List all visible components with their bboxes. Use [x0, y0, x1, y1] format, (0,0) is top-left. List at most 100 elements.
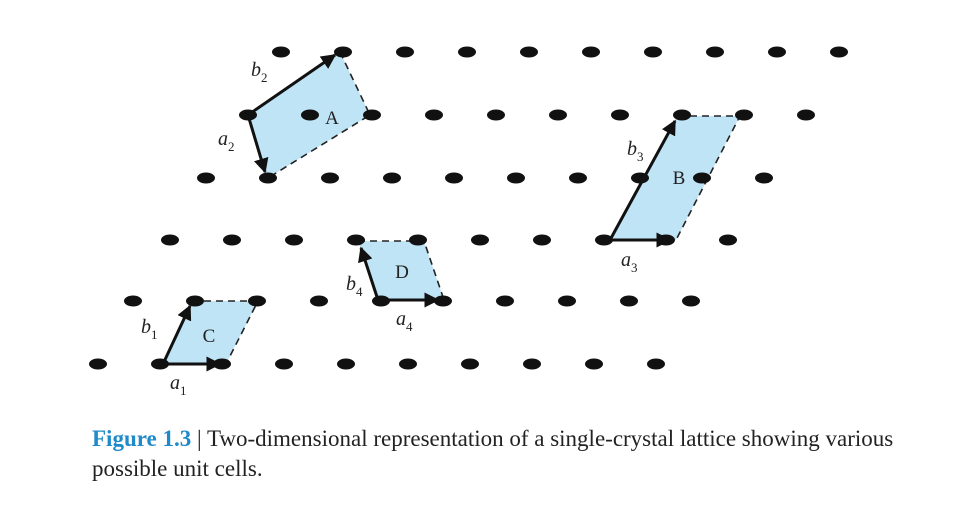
cell-b-label: B [673, 168, 686, 189]
vector-a3-label: a3 [621, 249, 638, 275]
lattice-point [161, 234, 179, 246]
lattice-point [363, 109, 381, 121]
lattice-point [334, 46, 352, 58]
lattice-point [89, 358, 107, 370]
vector-b3-symbol: b [627, 138, 637, 160]
vector-a3-symbol: a [621, 249, 631, 271]
vector-b2-arrow [247, 53, 337, 117]
lattice-point [755, 172, 773, 184]
lattice-point [533, 234, 551, 246]
unit-cell-b: B b3 a3 [608, 115, 742, 275]
lattice-point [768, 46, 786, 58]
vector-b3-label: b3 [627, 138, 644, 164]
lattice-point [595, 234, 613, 246]
vector-b4-symbol: b [346, 273, 356, 295]
lattice-point [487, 109, 505, 121]
vector-b4-arrow [358, 246, 380, 301]
vector-b1-subscript: 1 [151, 327, 158, 342]
lattice-point [259, 172, 277, 184]
lattice-point [549, 109, 567, 121]
lattice-point [830, 46, 848, 58]
caption-text: Two-dimensional representation of a sing… [92, 426, 894, 481]
lattice-point [682, 295, 700, 307]
lattice-point [425, 109, 443, 121]
lattice-point [301, 109, 319, 121]
lattice-point [582, 46, 600, 58]
unit-cell-d-fill [358, 241, 444, 300]
vector-b4-label: b4 [346, 273, 363, 299]
lattice-point [383, 172, 401, 184]
lattice-point [620, 295, 638, 307]
vector-b4-subscript: 4 [356, 284, 363, 299]
vector-b1-symbol: b [141, 316, 151, 338]
lattice-point [647, 358, 665, 370]
lattice-point [396, 46, 414, 58]
vector-a3-subscript: 3 [631, 260, 638, 275]
lattice-point [275, 358, 293, 370]
lattice-point [347, 234, 365, 246]
figure-caption: Figure 1.3 | Two-dimensional representat… [92, 424, 912, 484]
lattice-point [496, 295, 514, 307]
lattice-point [372, 295, 390, 307]
lattice-point [520, 46, 538, 58]
unit-cell-d: D b4 a4 [346, 240, 445, 334]
lattice-point [321, 172, 339, 184]
lattice-points [89, 46, 848, 370]
lattice-point [657, 234, 675, 246]
lattice-point [458, 46, 476, 58]
vector-b1-arrow [161, 304, 192, 365]
lattice-point [409, 234, 427, 246]
lattice-point [471, 234, 489, 246]
vector-b1-label: b1 [141, 316, 158, 342]
lattice-point [223, 234, 241, 246]
lattice-point [434, 295, 452, 307]
lattice-point [285, 234, 303, 246]
figure-label: Figure 1.3 [92, 426, 192, 451]
lattice-point [310, 295, 328, 307]
lattice-point [337, 358, 355, 370]
lattice-point [735, 109, 753, 121]
caption-separator: | [191, 426, 207, 451]
lattice-point [585, 358, 603, 370]
lattice-point [248, 295, 266, 307]
lattice-point [213, 358, 231, 370]
lattice-point [445, 172, 463, 184]
vector-a2-subscript: 2 [228, 139, 235, 154]
lattice-point [693, 172, 711, 184]
lattice-point [631, 172, 649, 184]
vector-a2-symbol: a [218, 128, 228, 150]
lattice-point [558, 295, 576, 307]
lattice-point [673, 109, 691, 121]
lattice-point [569, 172, 587, 184]
vector-b2-symbol: b [251, 59, 261, 81]
vector-a1-symbol: a [170, 372, 180, 394]
lattice-point [797, 109, 815, 121]
lattice-point [272, 46, 290, 58]
lattice-point [239, 109, 257, 121]
vector-a1-label: a1 [170, 372, 187, 398]
vector-a4-label: a4 [396, 308, 413, 334]
lattice-point [719, 234, 737, 246]
lattice-point [151, 358, 169, 370]
cell-a-label: A [325, 108, 339, 129]
lattice-point [461, 358, 479, 370]
vector-a2-arrow [246, 114, 269, 174]
lattice-point [197, 172, 215, 184]
lattice-point [399, 358, 417, 370]
vector-a4-symbol: a [396, 308, 406, 330]
cell-c-label: C [203, 326, 216, 347]
unit-cell-a-dashed-edge [267, 51, 372, 179]
cell-d-label: D [395, 262, 409, 283]
unit-cell-c: C b1 a1 [141, 300, 260, 398]
vector-b3-subscript: 3 [637, 149, 644, 164]
vector-b2-label: b2 [251, 59, 268, 85]
lattice-point [124, 295, 142, 307]
lattice-point [644, 46, 662, 58]
lattice-point [507, 172, 525, 184]
vector-a4-subscript: 4 [406, 319, 413, 334]
vector-a2-label: a2 [218, 128, 235, 154]
lattice-point [523, 358, 541, 370]
lattice-point [706, 46, 724, 58]
unit-cell-b-fill [610, 116, 740, 240]
